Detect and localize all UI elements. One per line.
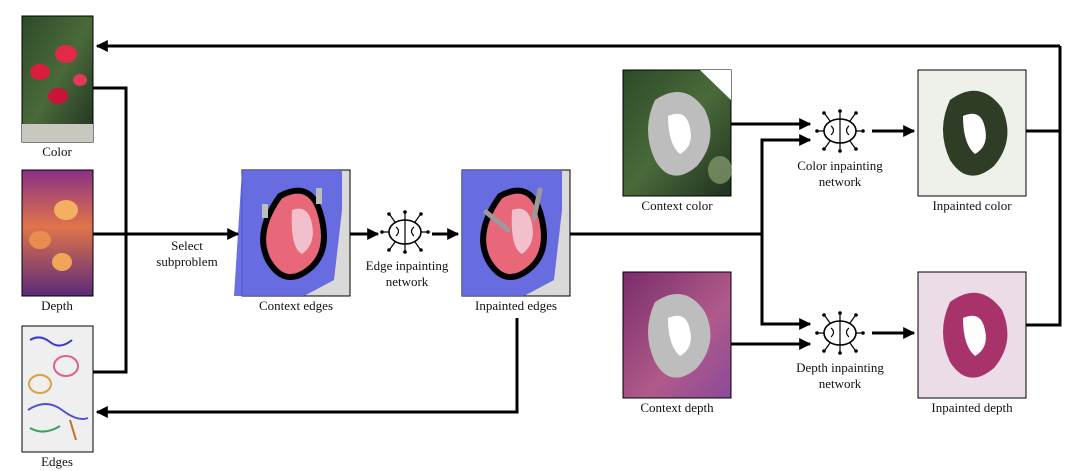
- color-network-label: Color inpainting network: [780, 158, 900, 190]
- context-depth-image: [623, 272, 731, 398]
- inpainted-color-image: [918, 70, 1026, 196]
- depth-network-brain-icon: [815, 311, 865, 355]
- context-color-image: [623, 70, 732, 196]
- inpainted-edges-image: [462, 170, 570, 296]
- context-color-label: Context color: [641, 198, 712, 214]
- inpainted-depth-feedback-line: [1026, 46, 1060, 325]
- color-input-image: [22, 16, 93, 142]
- context-edges-label: Context edges: [259, 298, 333, 314]
- edge-network-brain-icon: [380, 210, 430, 254]
- depth-label: Depth: [41, 298, 73, 314]
- color-network-brain-icon: [815, 109, 865, 153]
- color-to-bus-line: [93, 88, 126, 234]
- inpainted-depth-label: Inpainted depth: [931, 400, 1012, 416]
- select-subproblem-label: Select subproblem: [122, 238, 252, 270]
- edges-input-image: [22, 326, 93, 452]
- depth-network-label: Depth inpainting network: [780, 360, 900, 392]
- edge-network-label: Edge inpainting network: [352, 258, 462, 290]
- inpainted-edges-label: Inpainted edges: [475, 298, 557, 314]
- edges-label: Edges: [41, 454, 73, 470]
- color-label: Color: [42, 144, 72, 160]
- inpainted-edges-feedback-arrow: [97, 318, 517, 412]
- inpainted-depth-image: [918, 272, 1026, 398]
- depth-input-image: [22, 170, 93, 296]
- context-depth-label: Context depth: [640, 400, 713, 416]
- split-to-depth-network-arrow: [762, 234, 810, 324]
- inpainted-color-label: Inpainted color: [932, 198, 1011, 214]
- context-edges-image: [234, 170, 350, 296]
